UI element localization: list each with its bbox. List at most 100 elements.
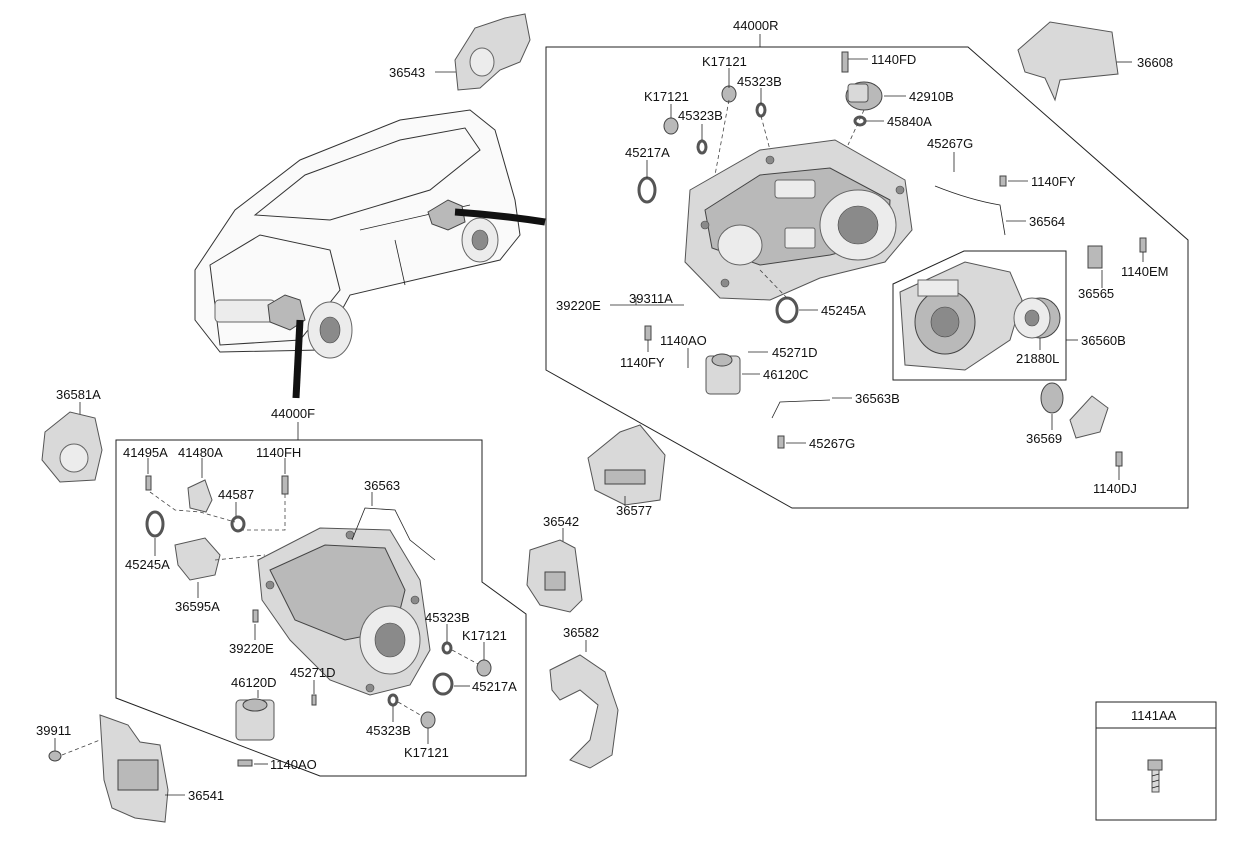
shield-36542 [526, 528, 583, 613]
label-K17121-a: K17121 [702, 54, 747, 69]
label-1140FY-b: 1140FY [620, 355, 665, 370]
bolt-box-outline [1095, 701, 1217, 821]
seal-45323B-front-bottom [387, 693, 399, 707]
seal-45217A-rear [637, 176, 657, 204]
label-42910B: 42910B [909, 89, 954, 104]
pump-46120D [235, 698, 275, 741]
label-39911: 39911 [36, 723, 71, 738]
label-36565: 36565 [1078, 286, 1114, 301]
bolt-1140FH [281, 475, 289, 495]
bolt-45271D-front [311, 694, 317, 706]
vehicle-front-motor [267, 294, 306, 331]
label-1140FD: 1140FD [871, 52, 916, 67]
vehicle-illustration [194, 109, 546, 399]
label-45323B-a: 45323B [737, 74, 782, 89]
bolt-icon [1147, 759, 1163, 793]
label-K17121-c: K17121 [462, 628, 507, 643]
rear-assembly-group: 44000R [545, 18, 1189, 509]
oring-45840A [853, 115, 867, 127]
seal-45217A-front [432, 672, 454, 696]
label-K17121-b: K17121 [644, 89, 689, 104]
label-39311A: 39311A [629, 291, 673, 306]
actuator-42910B [845, 81, 883, 111]
plug-K17121-front-top [476, 659, 492, 677]
label-36542: 36542 [543, 514, 579, 529]
pointer-rear [454, 208, 546, 226]
label-45267G-a: 45267G [927, 136, 973, 151]
front-assembly-outline [115, 439, 527, 777]
label-36563: 36563 [364, 478, 400, 493]
rear-motor-sub-outline [892, 250, 1067, 381]
bolt-1140FY-lower [644, 325, 652, 341]
front-leaders [147, 458, 485, 765]
label-36563B: 36563B [855, 391, 900, 406]
label-36577: 36577 [616, 503, 652, 518]
seal-45245A-rear [775, 296, 799, 324]
sensor-39220E-front [252, 609, 259, 623]
label-1140FH: 1140FH [256, 445, 301, 460]
seal-45323B-top [755, 102, 767, 118]
bracket-36595A [174, 537, 221, 581]
front-transmission-housing [257, 527, 431, 696]
label-36541: 36541 [188, 788, 224, 803]
pipe-36564 [934, 185, 1006, 236]
label-21880L: 21880L [1016, 351, 1059, 366]
label-44000R: 44000R [733, 18, 779, 33]
bolt-45267G [777, 435, 785, 449]
label-45271D-front: 45271D [290, 665, 336, 680]
rear-motor-body [899, 261, 1023, 371]
label-1140AO-front: 1140AO [270, 757, 317, 772]
label-45323B-c: 45323B [425, 610, 470, 625]
sensor-36565 [1087, 245, 1103, 269]
shield-36543 [454, 13, 531, 91]
label-36582: 36582 [563, 625, 599, 640]
label-36543: 36543 [389, 65, 425, 80]
pipe-36563B [771, 399, 831, 419]
bolt-1140FY-upper [999, 175, 1007, 187]
seal-36569 [1040, 382, 1064, 414]
label-36564: 36564 [1029, 214, 1065, 229]
label-36581A: 36581A [56, 387, 101, 402]
shield-36541 [99, 714, 185, 823]
cover-rear [1069, 395, 1109, 439]
label-1140EM: 1140EM [1121, 264, 1168, 279]
label-46120D: 46120D [231, 675, 277, 690]
bolt-1140DJ [1115, 451, 1123, 467]
label-36560B: 36560B [1081, 333, 1126, 348]
rear-assembly-outline [545, 46, 1189, 509]
bolt-1140FD [841, 51, 849, 73]
label-39220E-front: 39220E [229, 641, 274, 656]
label-45217A-rear: 45217A [625, 145, 670, 160]
label-36569: 36569 [1026, 431, 1062, 446]
label-K17121-d: K17121 [404, 745, 449, 760]
seal-45245A-front [145, 510, 165, 538]
bracket-36608 [1017, 21, 1119, 102]
bolt-41495A [145, 475, 152, 491]
label-45267G-b: 45267G [809, 436, 855, 451]
bolt-1140EM [1139, 237, 1147, 253]
cover-36582 [549, 640, 619, 769]
label-45840A: 45840A [887, 114, 932, 129]
label-41495A: 41495A [123, 445, 168, 460]
label-46120C: 46120C [763, 367, 809, 382]
sensor-41480A [187, 479, 213, 513]
bolt-1140AO-front [237, 759, 253, 767]
label-36595A: 36595A [175, 599, 220, 614]
bearing-21880L [1013, 297, 1061, 339]
rear-transmission-housing [684, 139, 913, 301]
label-44000F: 44000F [271, 406, 315, 421]
label-45245A-front: 45245A [125, 557, 170, 572]
pointer-front [292, 319, 304, 399]
bolt-box-title: 1141AA [1131, 708, 1177, 723]
pipe-36563 [351, 507, 436, 561]
label-45217A-front: 45217A [472, 679, 517, 694]
bracket-36581A [41, 402, 103, 483]
shield-36543-hole [469, 47, 495, 77]
seal-45323B-left [696, 139, 708, 155]
label-1140DJ: 1140DJ [1093, 481, 1137, 496]
label-36608: 36608 [1137, 55, 1173, 70]
plug-K17121-front-bottom [420, 711, 436, 729]
label-39220E-rear: 39220E [556, 298, 601, 313]
plug-K17121-top [721, 85, 737, 103]
